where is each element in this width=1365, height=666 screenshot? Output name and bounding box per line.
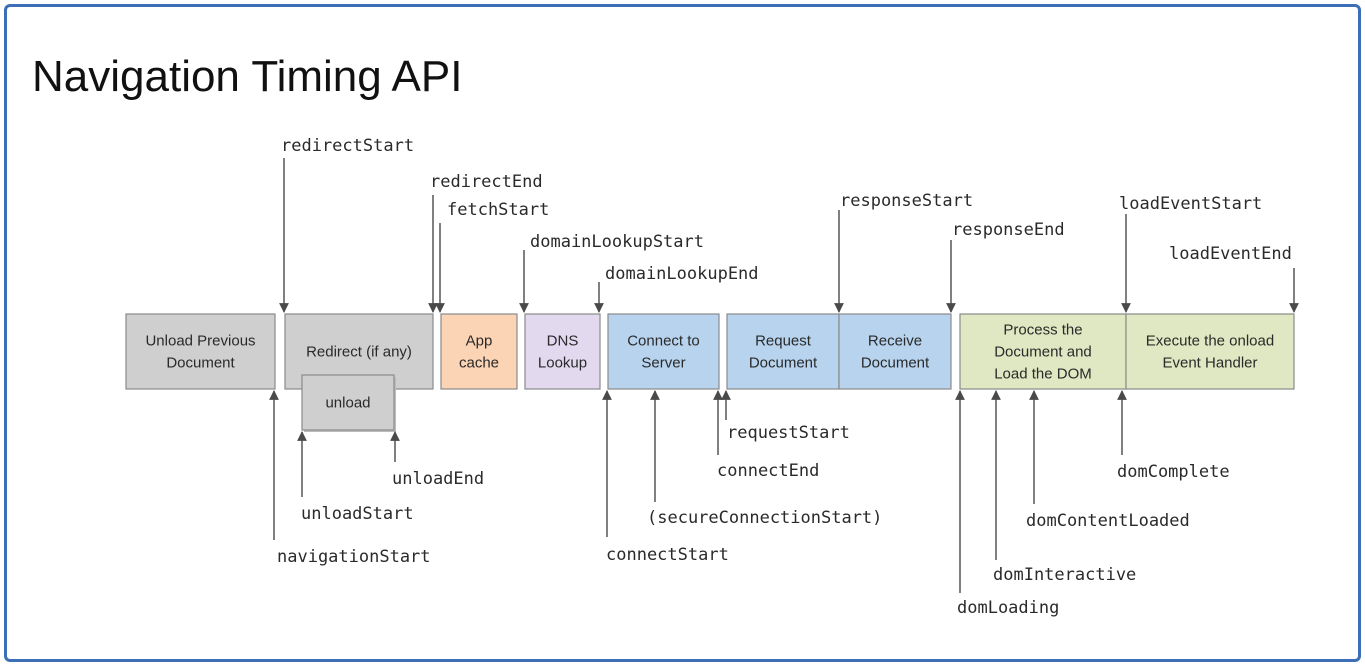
- event-label-requestStart: requestStart: [727, 423, 850, 443]
- phase-dns-lookup: DNS Lookup: [524, 313, 601, 390]
- phase-label: Document: [861, 355, 930, 372]
- page-title: Navigation Timing API: [32, 52, 463, 101]
- event-label-loadEventStart: loadEventStart: [1119, 194, 1262, 214]
- phase-box: [726, 313, 840, 390]
- event-label-connectStart: connectStart: [606, 545, 729, 565]
- event-label-responseEnd: responseEnd: [952, 220, 1065, 240]
- phase-label: Document and: [994, 344, 1092, 361]
- event-label-navigationStart: navigationStart: [277, 547, 431, 567]
- phase-box: [440, 313, 518, 390]
- phase-box: [524, 313, 601, 390]
- event-label-unloadStart: unloadStart: [301, 504, 414, 524]
- phase-label: Receive: [868, 333, 922, 350]
- phase-box: [301, 374, 395, 431]
- phase-label: Connect to: [627, 333, 700, 350]
- phase-label: Server: [641, 355, 685, 372]
- phase-box: [125, 313, 276, 390]
- event-label-secureConnectionStart: (secureConnectionStart): [647, 508, 882, 528]
- phase-unload: unload: [301, 374, 396, 432]
- phase-label: Redirect (if any): [306, 344, 412, 361]
- phase-label: Load the DOM: [994, 366, 1092, 383]
- event-label-domContentLoaded: domContentLoaded: [1026, 511, 1190, 531]
- event-label-fetchStart: fetchStart: [447, 200, 549, 220]
- phase-box: [1125, 313, 1295, 390]
- event-label-redirectStart: redirectStart: [281, 136, 414, 156]
- phase-box: [959, 313, 1127, 390]
- phase-box: [838, 313, 952, 390]
- phase-label: DNS: [547, 333, 579, 350]
- phase-label: Process the: [1003, 322, 1082, 339]
- phase-label: Unload Previous: [145, 333, 255, 350]
- event-labels: redirectStart redirectEnd fetchStart domain…: [277, 136, 1292, 618]
- event-label-unloadEnd: unloadEnd: [392, 469, 484, 489]
- phase-label: Document: [166, 355, 235, 372]
- phase-label: App: [466, 333, 493, 350]
- phase-label: Request: [755, 333, 812, 350]
- phase-connect-to-server: Connect to Server: [607, 313, 720, 390]
- phase-label: Lookup: [538, 355, 587, 372]
- event-label-domLoading: domLoading: [957, 598, 1059, 618]
- phase-box: [607, 313, 720, 390]
- phase-label: Execute the onload: [1146, 333, 1274, 350]
- phase-label: Event Handler: [1162, 355, 1257, 372]
- phase-app-cache: App cache: [440, 313, 518, 390]
- event-label-responseStart: responseStart: [840, 191, 973, 211]
- event-arrows: [269, 158, 1299, 593]
- event-label-domainLookupStart: domainLookupStart: [530, 232, 704, 252]
- phase-label: cache: [459, 355, 499, 372]
- slide-frame: [4, 4, 1361, 662]
- event-label-domainLookupEnd: domainLookupEnd: [605, 264, 759, 284]
- event-label-domInteractive: domInteractive: [993, 565, 1136, 585]
- event-label-redirectEnd: redirectEnd: [430, 172, 543, 192]
- phase-label: Document: [749, 355, 818, 372]
- event-label-connectEnd: connectEnd: [717, 461, 819, 481]
- event-label-domComplete: domComplete: [1117, 462, 1230, 482]
- phase-label: unload: [325, 395, 370, 412]
- event-label-loadEventEnd: loadEventEnd: [1169, 244, 1292, 264]
